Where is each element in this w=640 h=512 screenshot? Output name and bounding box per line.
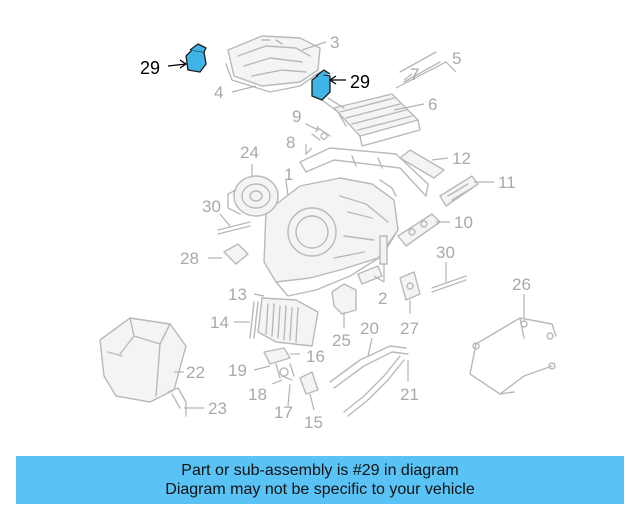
parts-diagram: 3 4 5 7 6 9 8 12 11 10 1 24 30 28 30 2 2…	[99, 33, 557, 432]
banner-line-part-info: Part or sub-assembly is #29 in diagram	[181, 462, 459, 479]
part-1-hvac-housing	[263, 177, 399, 297]
callout-4: 4	[214, 83, 223, 102]
callout-21: 21	[400, 385, 419, 404]
callout-11: 11	[498, 173, 516, 192]
callout-28: 28	[180, 249, 199, 268]
callout-29-left[interactable]: 29	[140, 58, 160, 78]
part-12-filter	[399, 149, 445, 179]
part-duct-pipes	[299, 147, 429, 197]
part-8-9-clips	[305, 123, 331, 141]
exploded-view-drawing: 3 4 5 7 6 9 8 12 11 10 1 24 30 28 30 2 2…	[99, 33, 557, 432]
callout-18: 18	[248, 385, 267, 404]
callout-26: 26	[512, 275, 531, 294]
callout-29-right[interactable]: 29	[350, 72, 370, 92]
callout-numbers: 3 4 5 7 6 9 8 12 11 10 1 24 30 28 30 2 2…	[140, 33, 531, 432]
part-26-wiring-harness	[469, 317, 557, 395]
part-3-4-upper-case	[225, 35, 321, 93]
banner-line-disclaimer: Diagram may not be specific to your vehi…	[165, 481, 475, 498]
callout-22: 22	[186, 363, 205, 382]
callout-20: 20	[360, 319, 379, 338]
part-25-motor	[331, 283, 357, 315]
leader-lines	[167, 41, 525, 411]
callout-23: 23	[208, 399, 227, 418]
part-16-19-valves	[263, 347, 295, 381]
part-29-highlighted-left[interactable]	[185, 43, 207, 73]
info-banner: Part or sub-assembly is #29 in diagram D…	[16, 456, 624, 504]
part-20-21-pipes	[329, 345, 409, 417]
callout-19: 19	[228, 361, 247, 380]
callout-24: 24	[240, 143, 259, 162]
part-29-highlighted-right[interactable]	[311, 69, 331, 101]
callout-7: 7	[410, 65, 419, 84]
callout-14: 14	[210, 313, 229, 332]
callout-8: 8	[286, 133, 295, 152]
part-28-sensor	[223, 243, 249, 265]
callout-9: 9	[292, 107, 301, 126]
callout-1: 1	[284, 165, 293, 184]
part-14-rod	[249, 301, 259, 339]
part-5-6-heater-core	[321, 51, 441, 147]
part-13-evaporator	[257, 297, 319, 347]
part-27-bracket	[399, 271, 421, 301]
callout-3: 3	[330, 33, 339, 52]
callout-5: 5	[452, 49, 461, 68]
callout-12: 12	[452, 149, 471, 168]
part-24-blower-motor	[227, 175, 279, 217]
callout-30-right: 30	[436, 243, 455, 262]
part-10-actuator	[397, 213, 441, 247]
callout-13: 13	[228, 285, 247, 304]
callout-27: 27	[400, 319, 419, 338]
callout-15: 15	[304, 413, 323, 432]
part-11-actuator	[439, 175, 479, 207]
part-30-rods	[217, 221, 467, 293]
part-23-bracket	[167, 387, 187, 417]
callout-30-left: 30	[202, 197, 221, 216]
callout-2: 2	[378, 289, 387, 308]
callout-25: 25	[332, 331, 351, 350]
part-15-bracket	[299, 371, 319, 395]
callout-16: 16	[306, 347, 325, 366]
callout-17: 17	[274, 403, 293, 422]
callout-10: 10	[454, 213, 473, 232]
callout-6: 6	[428, 95, 437, 114]
